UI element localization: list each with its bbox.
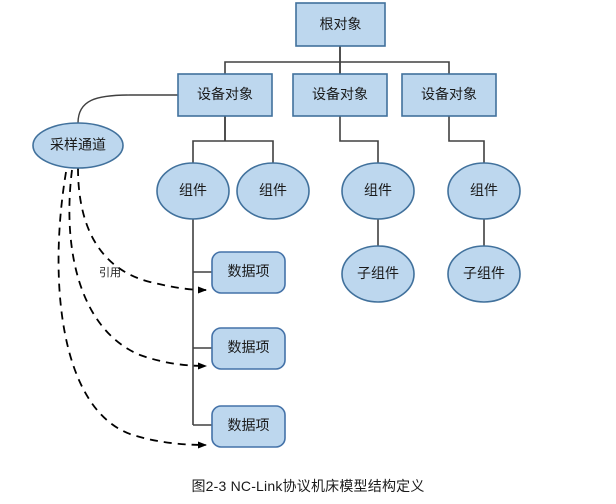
node-device-object-2-shape[interactable] — [292, 73, 388, 117]
edge-reference-to-data2 — [68, 169, 207, 370]
node-component-1-shape[interactable] — [156, 162, 230, 220]
node-root-object-shape[interactable] — [295, 2, 386, 47]
node-device-object-2[interactable]: 设备对象 — [292, 73, 388, 117]
node-data-item-2-shape[interactable] — [211, 327, 286, 370]
node-subcomponent-1-shape[interactable] — [341, 245, 415, 303]
edge-component-bus-1 — [192, 140, 274, 163]
reference-edge-label: 引用 — [99, 265, 121, 279]
edge-reference-to-data3 — [57, 171, 207, 449]
tree-connectors — [192, 46, 485, 426]
edge-device-bus — [224, 61, 450, 74]
node-device-object-1-shape[interactable] — [177, 73, 273, 117]
node-component-2[interactable]: 组件 — [236, 162, 310, 220]
edge-sampling-to-device1 — [77, 94, 178, 124]
node-data-item-1[interactable]: 数据项 — [211, 251, 286, 294]
node-component-3[interactable]: 组件 — [341, 162, 415, 220]
node-sampling-channel[interactable]: 采样通道 — [32, 122, 124, 169]
node-data-item-1-shape[interactable] — [211, 251, 286, 294]
node-data-item-2[interactable]: 数据项 — [211, 327, 286, 370]
figure-caption: 图2-3 NC-Link协议机床模型结构定义 — [191, 478, 425, 494]
node-component-4-shape[interactable] — [447, 162, 521, 220]
node-device-object-1[interactable]: 设备对象 — [177, 73, 273, 117]
node-data-item-3[interactable]: 数据项 — [211, 405, 286, 448]
node-root-object[interactable]: 根对象 — [295, 2, 386, 47]
node-data-item-3-shape[interactable] — [211, 405, 286, 448]
sampling-channel-link — [77, 94, 178, 124]
node-sampling-channel-shape[interactable] — [32, 122, 124, 169]
node-component-3-shape[interactable] — [341, 162, 415, 220]
edge-device3-to-component4 — [448, 115, 485, 163]
node-subcomponent-1[interactable]: 子组件 — [341, 245, 415, 303]
node-component-2-shape[interactable] — [236, 162, 310, 220]
node-device-object-3[interactable]: 设备对象 — [401, 73, 497, 117]
reference-edges — [57, 167, 207, 449]
node-subcomponent-2-shape[interactable] — [447, 245, 521, 303]
edge-device2-to-component3 — [339, 115, 379, 163]
node-device-object-3-shape[interactable] — [401, 73, 497, 117]
node-component-4[interactable]: 组件 — [447, 162, 521, 220]
node-component-1[interactable]: 组件 — [156, 162, 230, 220]
node-subcomponent-2[interactable]: 子组件 — [447, 245, 521, 303]
edge-reference-to-data1 — [77, 167, 207, 294]
